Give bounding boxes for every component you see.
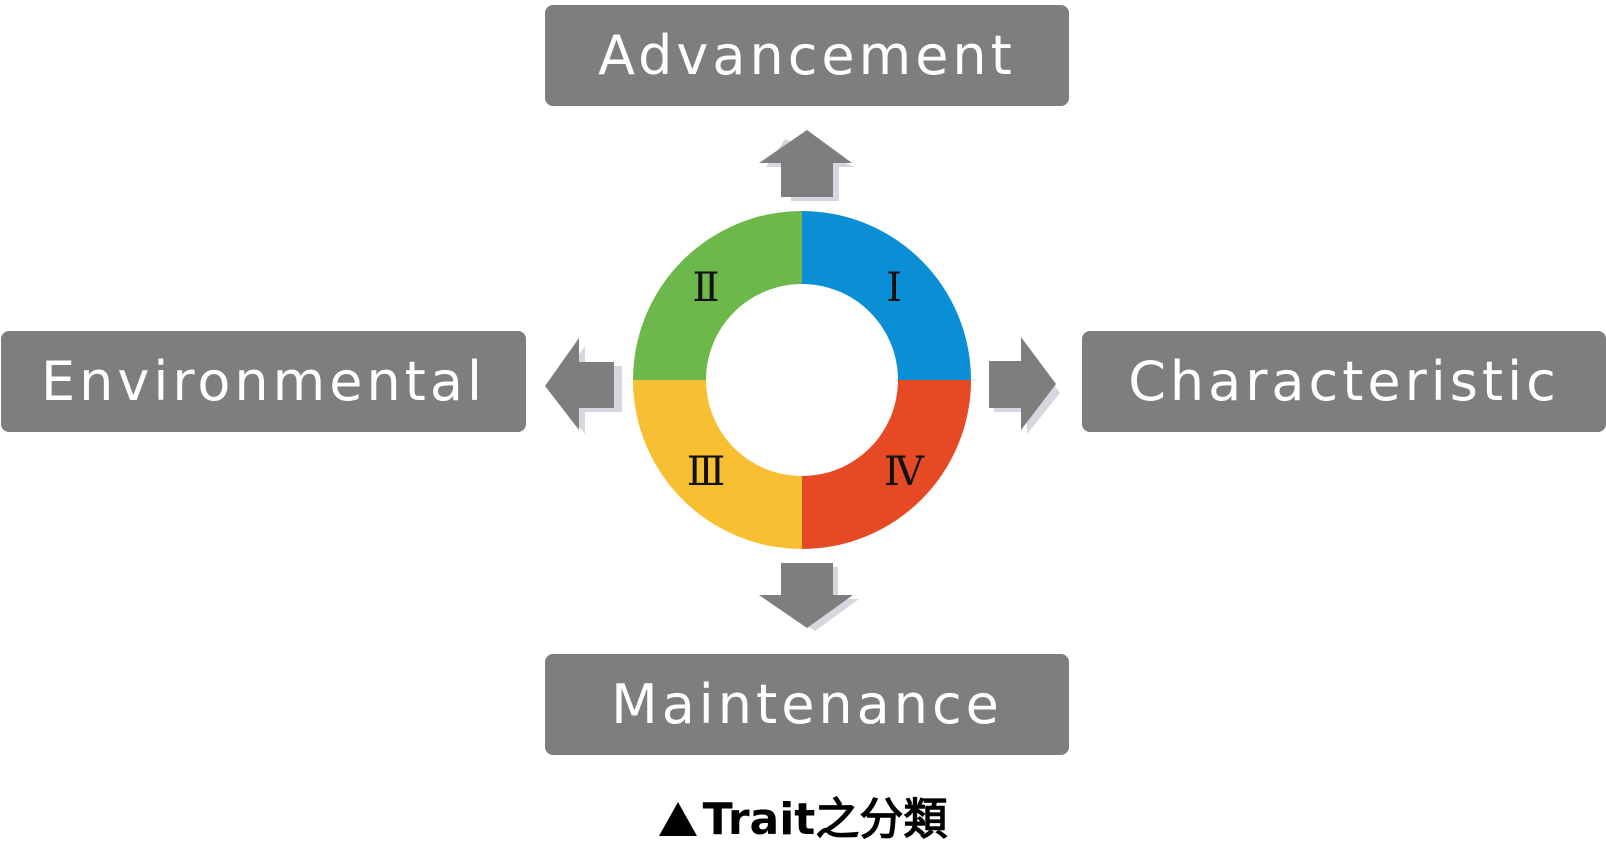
- arrow-left-icon: [545, 338, 622, 434]
- advancement-box: Advancement: [545, 5, 1069, 106]
- arrow-up-icon: [759, 130, 855, 201]
- characteristic-box: Characteristic: [1082, 331, 1606, 432]
- characteristic-label: Characteristic: [1128, 350, 1560, 413]
- environmental-box: Environmental: [1, 331, 526, 432]
- caption: Trait之分類: [0, 783, 1606, 847]
- arrow-down-icon: [759, 563, 859, 631]
- quadrant-label-2: Ⅱ: [692, 265, 719, 311]
- quadrant-2-segment: [633, 211, 802, 380]
- quadrant-label-3: Ⅲ: [687, 449, 726, 495]
- arrow-right-icon: [989, 337, 1060, 434]
- caption-text: Trait之分類: [702, 794, 948, 845]
- maintenance-label: Maintenance: [611, 673, 1003, 736]
- quadrant-label-1: Ⅰ: [886, 265, 902, 311]
- quadrant-label-4: Ⅳ: [884, 449, 925, 495]
- quadrant-3-segment: [633, 380, 802, 549]
- quadrant-ring: [633, 211, 971, 549]
- advancement-label: Advancement: [598, 24, 1016, 87]
- environmental-label: Environmental: [41, 350, 486, 413]
- quadrant-4-segment: [802, 380, 971, 549]
- triangle-icon: [658, 802, 697, 836]
- maintenance-box: Maintenance: [545, 654, 1069, 755]
- quadrant-1-segment: [802, 211, 971, 380]
